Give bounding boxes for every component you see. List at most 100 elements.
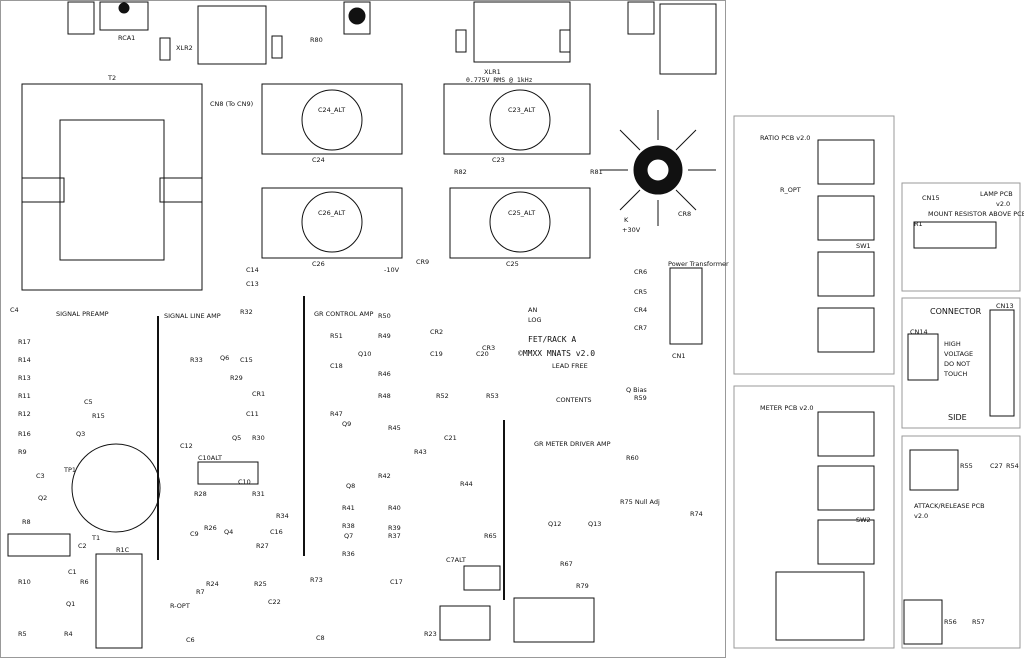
- r51-label: R51: [330, 332, 343, 340]
- transformer-t2-body: [21, 83, 203, 291]
- c21-label: C21: [444, 434, 457, 442]
- attack-release-label: ATTACK/RELEASE PCB: [914, 502, 985, 510]
- c26-alt-label: C26_ALT: [318, 209, 345, 217]
- c25-outline: [449, 187, 591, 259]
- c25-alt-label: C25_ALT: [508, 209, 535, 217]
- r12-label: R12: [18, 410, 31, 418]
- transformer-t1: [71, 443, 161, 533]
- c3-label: C3: [36, 472, 45, 480]
- sw2-bank-2: [817, 465, 875, 511]
- r14-label: R14: [18, 356, 31, 364]
- c23-alt-label: C23_ALT: [508, 106, 535, 114]
- c2-label: C2: [78, 542, 87, 550]
- r6-label: R6: [80, 578, 89, 586]
- r28-label: R28: [194, 490, 207, 498]
- r43-label: R43: [414, 448, 427, 456]
- q4-label: Q4: [224, 528, 233, 536]
- c7alt-label: C7ALT: [446, 556, 466, 564]
- r1c-label: R1C: [116, 546, 130, 554]
- sw1-bank-2: [817, 195, 875, 241]
- c8-label: C8: [316, 634, 325, 642]
- sw2-bank-3: [817, 519, 875, 565]
- sw1-bank-4: [817, 307, 875, 353]
- jack-center-hole: [348, 7, 366, 25]
- xlr2-connector: [197, 5, 267, 65]
- r29-label: R29: [230, 374, 243, 382]
- signal-line-amp-label: SIGNAL LINE AMP: [164, 312, 221, 320]
- out-plus-pad: [159, 37, 171, 61]
- connector-label: CONNECTOR: [930, 307, 982, 316]
- r25-label: R25: [254, 580, 267, 588]
- cr8-label: CR8: [678, 210, 691, 218]
- side-label: SIDE: [948, 413, 967, 422]
- transformer-t2-core: [59, 119, 165, 261]
- logo-line1: AN: [528, 306, 537, 314]
- r45-label: R45: [388, 424, 401, 432]
- q7-label: Q7: [344, 532, 353, 540]
- c22-label: C22: [268, 598, 281, 606]
- r79-label: R79: [576, 582, 589, 590]
- r16-label: R16: [18, 430, 31, 438]
- c17-label: C17: [390, 578, 403, 586]
- rca1-pin: [118, 2, 130, 14]
- t2-mount-right: [159, 177, 203, 203]
- rca-jack-left: [67, 1, 95, 35]
- cn17-connector: [659, 3, 717, 75]
- c4-label: C4: [10, 306, 19, 314]
- r40-label: R40: [388, 504, 401, 512]
- r56-label: R56: [944, 618, 957, 626]
- xlr1-label: XLR1: [484, 68, 501, 76]
- r59-label: R59: [634, 394, 647, 402]
- lead-free-contents: CONTENTS: [556, 396, 592, 404]
- mount-note: MOUNT RESISTOR ABOVE PCB SURFACE: [928, 210, 1024, 218]
- cr8-fins: [600, 110, 716, 226]
- q2-label: Q2: [38, 494, 47, 502]
- c24-can: [301, 89, 363, 151]
- xlr1-connector: [473, 1, 571, 63]
- r-opt-label: R-OPT: [170, 602, 190, 610]
- c25-label: C25: [506, 260, 519, 268]
- cn14-label: CN14: [910, 328, 928, 336]
- cn1-connector: [669, 267, 703, 345]
- cn1-label: CN1: [672, 352, 686, 360]
- rca1-label: RCA1: [118, 34, 135, 42]
- lamp-r1: [913, 221, 997, 249]
- cn13-label: CN13: [996, 302, 1014, 310]
- cr2-label: CR2: [430, 328, 443, 336]
- r27-label: R27: [256, 542, 269, 550]
- c18-label: C18: [330, 362, 343, 370]
- relay-block: [513, 597, 595, 643]
- t2-mount-left: [21, 177, 65, 203]
- r24-label: R24: [206, 580, 219, 588]
- sw2-bank-1: [817, 411, 875, 457]
- r15-label: R15: [92, 412, 105, 420]
- logo-line2: LOG: [528, 316, 542, 324]
- r31-label: R31: [252, 490, 265, 498]
- r47-label: R47: [330, 410, 343, 418]
- c24-alt-label: C24_ALT: [318, 106, 345, 114]
- gr-meter-driver-amp-label: GR METER DRIVER AMP: [534, 440, 611, 448]
- r7-label: R7: [196, 588, 205, 596]
- meter-switch: [775, 571, 865, 641]
- c13-label: C13: [246, 280, 259, 288]
- connector-side-outline: [901, 297, 1021, 429]
- q10-label: Q10: [358, 350, 371, 358]
- cr4-label: CR4: [634, 306, 647, 314]
- r53-label: R53: [486, 392, 499, 400]
- minus10v-label: -10V: [384, 266, 400, 274]
- c20-label: C20: [476, 350, 489, 358]
- c1-label: C1: [68, 568, 77, 576]
- cr7-label: CR7: [634, 324, 647, 332]
- sw2-label: SW2: [856, 516, 871, 524]
- r80-label: R80: [310, 36, 323, 44]
- c10-label: C10: [238, 478, 251, 486]
- c11-label: C11: [246, 410, 259, 418]
- c23-outline: [443, 83, 591, 155]
- r54-label: R54: [1006, 462, 1019, 470]
- c16-label: C16: [270, 528, 283, 536]
- q13-label: Q13: [588, 520, 601, 528]
- r42-label: R42: [378, 472, 391, 480]
- r46-label: R46: [378, 370, 391, 378]
- r75-null-adj-label: R75 Null Adj: [620, 498, 660, 506]
